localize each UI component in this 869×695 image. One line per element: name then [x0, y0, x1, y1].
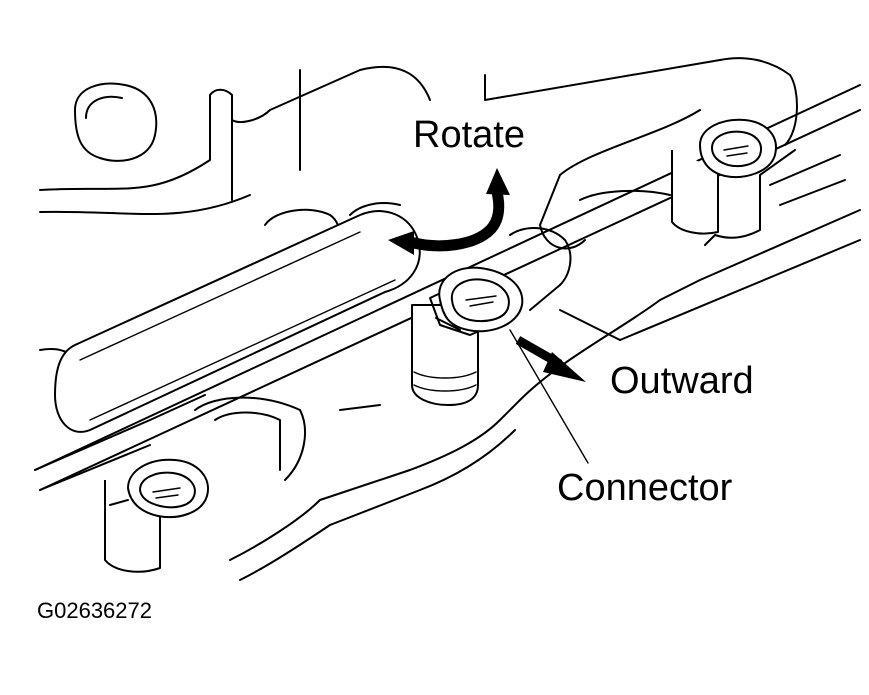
connector-center — [435, 266, 524, 333]
injector-right — [671, 118, 777, 235]
figure-code: G02636272 — [37, 598, 152, 623]
connector-label: Connector — [557, 467, 733, 509]
connector-leader-line — [509, 329, 589, 464]
injector-left — [104, 458, 209, 573]
outward-arrow-icon — [515, 336, 586, 382]
manifold-outline — [34, 57, 861, 581]
outward-label: Outward — [610, 360, 754, 402]
rotate-label: Rotate — [413, 114, 525, 156]
rotate-arrow-icon — [388, 168, 510, 255]
